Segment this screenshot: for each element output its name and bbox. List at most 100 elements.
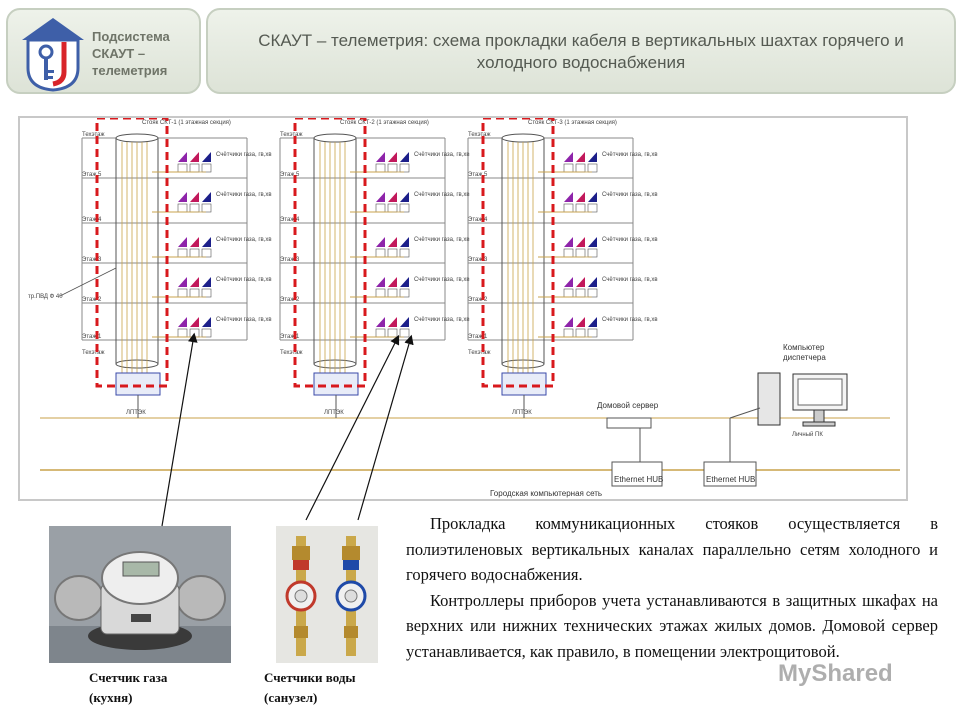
meter-icon (576, 317, 585, 327)
water-meters-caption: Счетчики воды (санузел) (264, 670, 356, 705)
description-paragraph-1: Прокладка коммуникационных стояков осуще… (406, 514, 938, 584)
meter-box (575, 163, 586, 173)
riser-pipe-top (115, 133, 159, 143)
floor-label: Техэтаж (82, 350, 105, 356)
meter-label: Счётчики газа, гв,хв (414, 152, 470, 158)
computer-sub-label: Личный ПК (792, 431, 823, 438)
meter-box (587, 328, 598, 338)
cabinet-box (115, 372, 161, 396)
meter-icon (564, 277, 573, 287)
meter-box (201, 163, 212, 173)
water-meters-photo (276, 526, 378, 663)
meter-icon (202, 317, 211, 327)
floor-label: Этаж 2 (468, 297, 488, 303)
meter-box (189, 248, 200, 258)
meter-box (587, 203, 598, 213)
meter-icon (400, 277, 409, 287)
meter-label: Счётчики газа, гв,хв (602, 152, 658, 158)
meter-box (399, 203, 410, 213)
meter-icon (376, 237, 385, 247)
meter-icon (388, 277, 397, 287)
meter-box (375, 203, 386, 213)
meter-label: Счётчики газа, гв,хв (216, 192, 272, 198)
computer-label-line: диспетчера (783, 353, 826, 362)
gas-meter-caption: Счетчик газа (кухня) (89, 670, 168, 705)
dispatcher-computer-icon (757, 372, 848, 427)
watermark-logo: MyShared (778, 660, 893, 687)
meter-icon (400, 152, 409, 162)
water-meters-icon (276, 526, 378, 663)
meter-icon (376, 317, 385, 327)
page-title: СКАУТ – телеметрия: схема прокладки кабе… (258, 31, 904, 72)
description-text: Прокладка коммуникационных стояков осуще… (406, 511, 938, 664)
meter-label: Счётчики газа, гв,хв (602, 277, 658, 283)
meter-box (563, 328, 574, 338)
computer-label-line: Компьютер (783, 343, 825, 352)
meter-icon (190, 277, 199, 287)
meter-box (399, 163, 410, 173)
ethernet-hub-2 (703, 461, 757, 487)
meter-icon (190, 237, 199, 247)
meter-box (399, 328, 410, 338)
meter-box (399, 248, 410, 258)
floor-label: Этаж 4 (468, 217, 488, 223)
meter-box (375, 248, 386, 258)
meter-box (387, 248, 398, 258)
meter-icon (190, 152, 199, 162)
meter-box (387, 288, 398, 298)
city-network-label: Городская компьютерная сеть (490, 489, 602, 498)
meter-box (201, 248, 212, 258)
pipe-label-leader (59, 267, 117, 297)
hub-2-label: Ethernet HUB (706, 475, 755, 484)
cabinet-box (313, 372, 359, 396)
meter-label: Счётчики газа, гв,хв (414, 317, 470, 323)
meter-icon (202, 277, 211, 287)
riser-label: Стояк СКТ-2 (1 этажная секция) (340, 120, 429, 126)
meter-box (387, 328, 398, 338)
meter-label: Счётчики газа, гв,хв (414, 277, 470, 283)
floor-label: Этаж 5 (280, 172, 300, 178)
hub-1-label: Ethernet HUB (614, 475, 663, 484)
riser-label: Стояк СКТ-3 (1 этажная секция) (528, 120, 617, 126)
floor-label: Этаж 5 (82, 172, 102, 178)
meter-icon (178, 277, 187, 287)
pipe-label: тр.ПВД Ф 40 (28, 294, 63, 300)
meter-label: Счётчики газа, гв,хв (602, 192, 658, 198)
meter-icon (576, 237, 585, 247)
meter-box (375, 288, 386, 298)
gas-meter-photo (49, 526, 231, 663)
riser-label: Стояк СКТ-1 (1 этажная секция) (142, 120, 231, 126)
meter-icon (564, 152, 573, 162)
meter-box (375, 163, 386, 173)
meter-box (189, 288, 200, 298)
meter-box (575, 203, 586, 213)
meter-icon (388, 237, 397, 247)
meter-icon (178, 192, 187, 202)
meter-box (587, 248, 598, 258)
diagram-canvas: Городская компьютерная сеть Домовой серв… (28, 118, 900, 498)
logo-panel: Подсистема СКАУТ – телеметрия (6, 8, 201, 94)
floor-label: Техэтаж (280, 350, 303, 356)
floor-label: Этаж 3 (280, 257, 300, 263)
riser-pipe-top (501, 133, 545, 143)
floor-label: Этаж 3 (82, 257, 102, 263)
meter-icon (376, 277, 385, 287)
meter-icon (564, 237, 573, 247)
meter-box (177, 288, 188, 298)
meter-box (375, 328, 386, 338)
floor-label: Этаж 5 (468, 172, 488, 178)
meter-icon (376, 152, 385, 162)
meter-box (387, 203, 398, 213)
gas-meter-icon (49, 526, 231, 663)
meter-label: Счётчики газа, гв,хв (602, 237, 658, 243)
meter-box (575, 248, 586, 258)
meter-icon (576, 277, 585, 287)
floor-label: Техэтаж (468, 350, 491, 356)
meter-icon (588, 152, 597, 162)
meter-label: Счётчики газа, гв,хв (602, 317, 658, 323)
meter-icon (564, 192, 573, 202)
server-label: Домовой сервер (597, 401, 659, 410)
meter-box (575, 288, 586, 298)
meter-label: Счётчики газа, гв,хв (216, 277, 272, 283)
meter-box (563, 203, 574, 213)
